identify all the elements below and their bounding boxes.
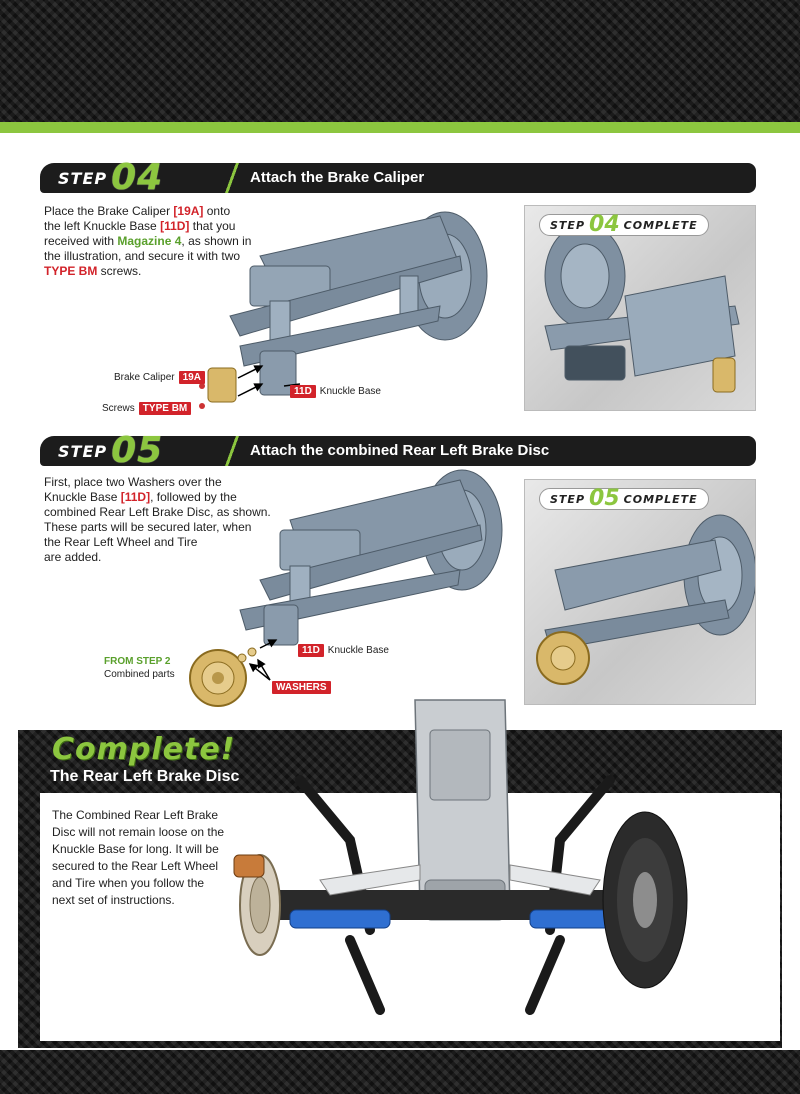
screw-type-ref: TYPE BM xyxy=(44,264,98,278)
complete-description: The Combined Rear Left Brake Disc will n… xyxy=(52,808,225,907)
complete-assembly-photo xyxy=(233,699,688,1015)
tag-type-bm: TYPE BM xyxy=(138,402,192,415)
step-04-badge: STEP 04 xyxy=(46,157,218,198)
step-04-instructions: Place the Brake Caliper [19A] onto the l… xyxy=(44,204,252,278)
part-ref-19a: [19A] xyxy=(173,204,204,218)
gearbox-housing xyxy=(414,699,511,921)
rear-tire xyxy=(602,811,688,989)
knuckle-callout-2: 11D Knuckle Base xyxy=(298,644,389,657)
step-04-chassis-illustration xyxy=(199,211,488,409)
complete-subtitle: The Rear Left Brake Disc xyxy=(50,768,240,785)
step-05-complete-photo: STEP 05 COMPLETE xyxy=(524,479,756,705)
washers-callout: WASHERS xyxy=(272,681,331,694)
left-plate xyxy=(319,864,421,896)
header-accent-stripe xyxy=(0,122,800,133)
step-number: 04 xyxy=(111,157,164,198)
right-plate xyxy=(509,864,601,896)
washer-1 xyxy=(237,653,247,663)
step-05-header: STEP 05 Attach the combined Rear Left Br… xyxy=(40,430,756,471)
step-05-complete-badge: STEP 05 COMPLETE xyxy=(539,488,709,510)
footer-carbon-band xyxy=(0,1050,800,1094)
header-slash xyxy=(222,436,242,466)
brake-disc-part xyxy=(189,649,247,707)
assembled-chassis-photo-2 xyxy=(536,514,755,685)
washer-2 xyxy=(247,647,257,657)
step-04-complete-photo: STEP 04 COMPLETE xyxy=(524,205,756,411)
assembled-chassis-photo xyxy=(544,223,740,393)
left-shock xyxy=(289,909,391,929)
brake-caliper-part xyxy=(199,367,237,409)
step-05-badge: STEP 05 xyxy=(58,430,164,471)
part-ref-11d: [11D] xyxy=(120,490,151,504)
step-word: STEP xyxy=(58,168,108,188)
step-header-bar xyxy=(40,163,756,193)
brake-disc-final xyxy=(233,854,281,956)
tag-washers: WASHERS xyxy=(272,681,331,694)
screws-callout: Screws TYPE BM xyxy=(102,402,192,415)
tag-11d: 11D xyxy=(290,385,316,398)
from-step-note: FROM STEP 2 Combined parts xyxy=(104,656,175,680)
complete-heading: Complete! xyxy=(52,732,236,767)
step-05-chassis-illustration xyxy=(189,469,503,707)
magazine-ref: Magazine 4 xyxy=(117,234,182,248)
step-04-header: STEP 04 Attach the Brake Caliper xyxy=(40,157,756,198)
right-shock xyxy=(529,909,611,929)
step-05-title: Attach the combined Rear Left Brake Disc xyxy=(250,442,550,459)
caliper-callout: Brake Caliper 19A xyxy=(114,371,205,384)
header-slash xyxy=(222,163,242,193)
step-05-instructions: First, place two Washers over the Knuckl… xyxy=(44,475,271,564)
step-header-bar xyxy=(40,436,756,466)
tag-19a: 19A xyxy=(178,371,205,384)
knuckle-callout: 11D Knuckle Base xyxy=(290,385,381,398)
step-04-title: Attach the Brake Caliper xyxy=(250,169,425,186)
header-carbon-band xyxy=(0,0,800,122)
part-ref-11d: [11D] xyxy=(160,219,190,233)
step-04-complete-badge: STEP 04 COMPLETE xyxy=(539,214,709,236)
caliper-installed xyxy=(712,357,736,393)
